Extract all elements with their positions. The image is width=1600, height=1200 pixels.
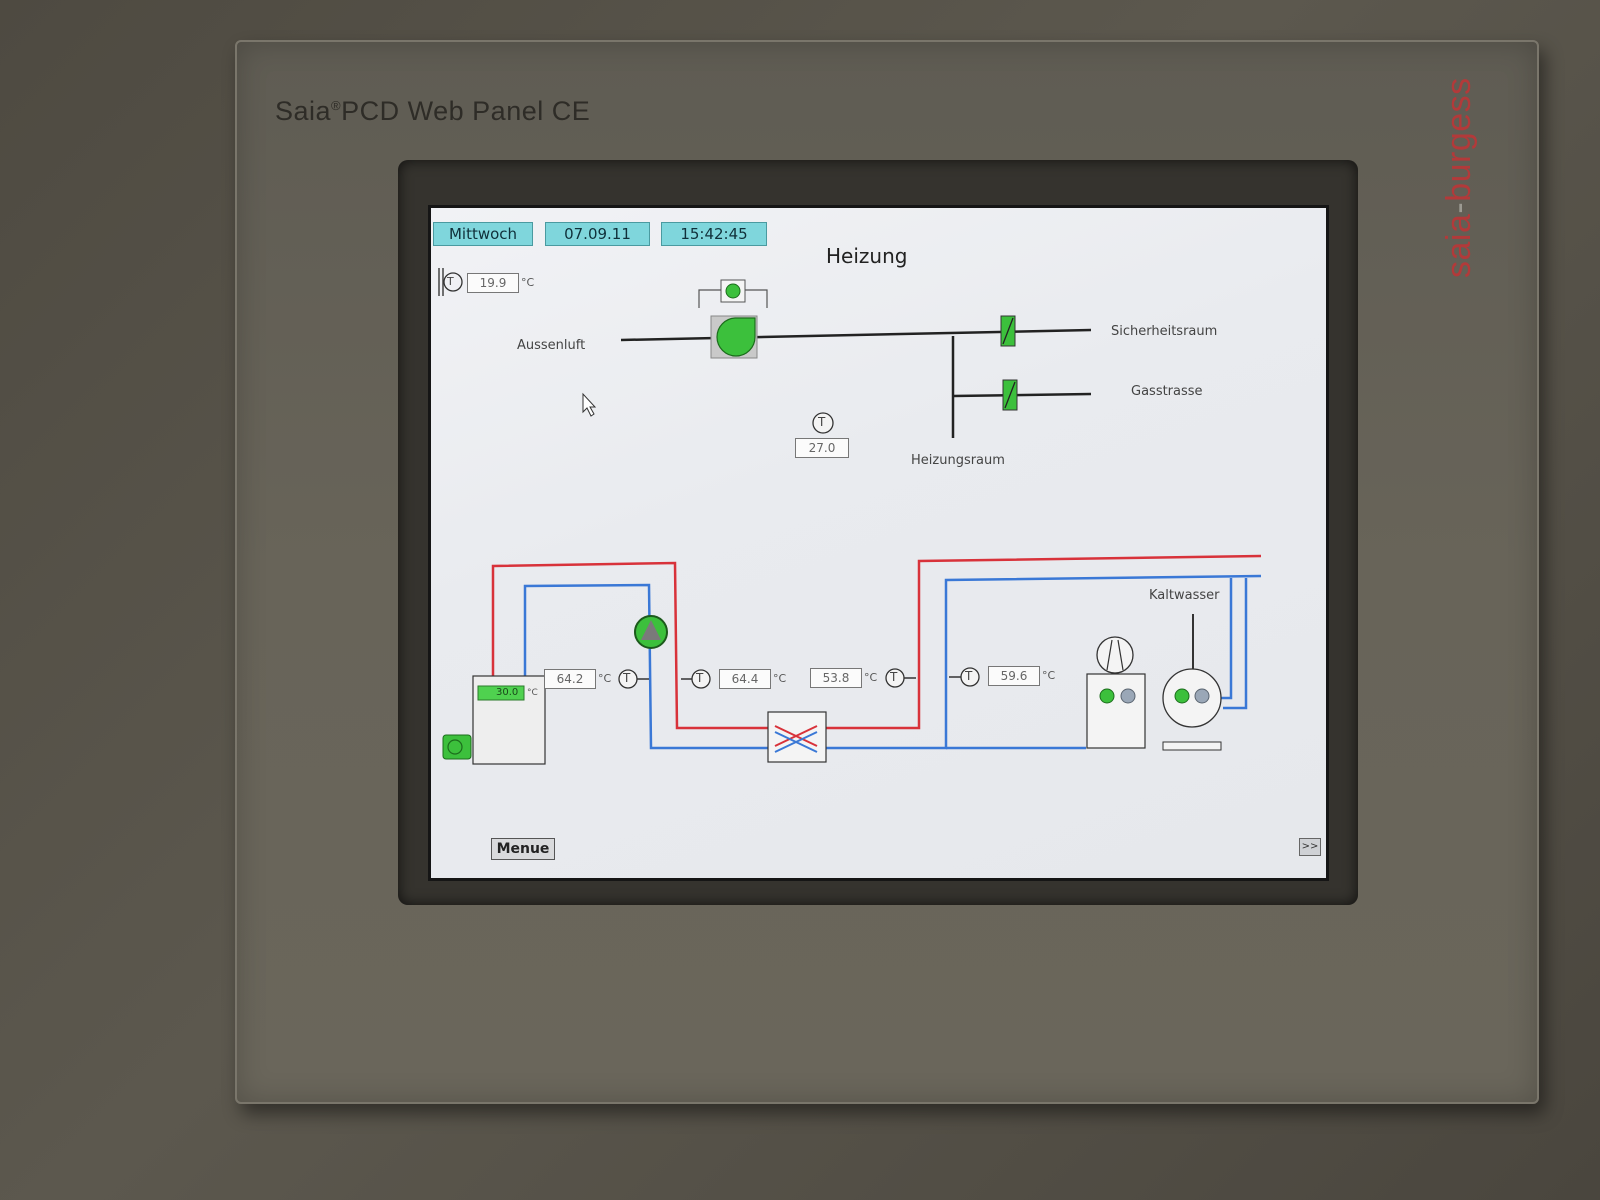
return-temp-unit: °C	[864, 671, 878, 684]
menu-button[interactable]: Menue	[491, 838, 555, 860]
supply-fan-icon	[710, 315, 758, 359]
secondary-temp-value: 59.6	[988, 666, 1040, 686]
kaltwasser-label: Kaltwasser	[1149, 588, 1220, 603]
burner-fan-icon	[442, 734, 472, 760]
secondary-temp-unit: °C	[1042, 669, 1056, 682]
heat-exchanger-icon	[767, 711, 827, 763]
product-label: Saia®PCD Web Panel CE	[275, 96, 591, 126]
date-display: 07.09.11	[545, 222, 650, 246]
flow-temp-2-value: 64.4	[719, 669, 771, 689]
sensor-4-t-label: T	[965, 669, 973, 683]
gasstrasse-label: Gasstrasse	[1131, 384, 1203, 399]
boiler-temp-value: 30.0	[496, 687, 519, 698]
room-temp-value: 27.0	[795, 438, 849, 458]
cold-water-tank-icon	[1162, 614, 1222, 751]
room-sensor-t-label: T	[818, 415, 826, 429]
duct-gas-line	[952, 392, 1092, 398]
process-diagram	[438, 268, 1262, 765]
heizungsraum-label: Heizungsraum	[911, 453, 1005, 468]
flow-temp-1-value: 64.2	[544, 669, 596, 689]
day-display: Mittwoch	[433, 222, 533, 246]
flow-temp-1-unit: °C	[598, 672, 612, 685]
damper-sicherheitsraum-icon	[1000, 315, 1016, 347]
outside-sensor-t-label: T	[447, 275, 454, 288]
aussenluft-label: Aussenluft	[517, 338, 586, 353]
outside-temp-sensor-icon	[438, 268, 463, 296]
sensor-2-t-label: T	[696, 671, 704, 685]
boiler-temp-unit: °C	[527, 688, 538, 698]
outside-temp-unit: °C	[521, 276, 535, 289]
vendor-logo: saia-burgess	[1440, 77, 1478, 278]
damper-gasstrasse-icon	[1002, 379, 1018, 411]
sensor-3-t-label: T	[890, 670, 898, 684]
sicherheitsraum-label: Sicherheitsraum	[1111, 324, 1218, 339]
touch-screen[interactable]: Mittwoch 07.09.11 15:42:45 Heizung	[428, 205, 1329, 881]
fan-status-icon	[698, 279, 768, 308]
sensor-1-t-label: T	[623, 671, 631, 685]
return-temp-value: 53.8	[810, 668, 862, 688]
mouse-cursor-icon	[582, 392, 597, 417]
time-display: 15:42:45	[661, 222, 767, 246]
flow-temp-2-unit: °C	[773, 672, 787, 685]
room-temp-sensor-icon	[812, 412, 834, 434]
page-title: Heizung	[826, 244, 908, 268]
duct-main-line	[620, 328, 1092, 342]
outside-temp-value: 19.9	[467, 273, 519, 293]
boiler-icon	[472, 675, 546, 765]
supply-pipe	[491, 554, 1262, 730]
circulation-pump-icon	[634, 615, 668, 649]
next-page-button[interactable]: >>	[1299, 838, 1321, 856]
chiller-unit-icon	[1086, 636, 1146, 749]
